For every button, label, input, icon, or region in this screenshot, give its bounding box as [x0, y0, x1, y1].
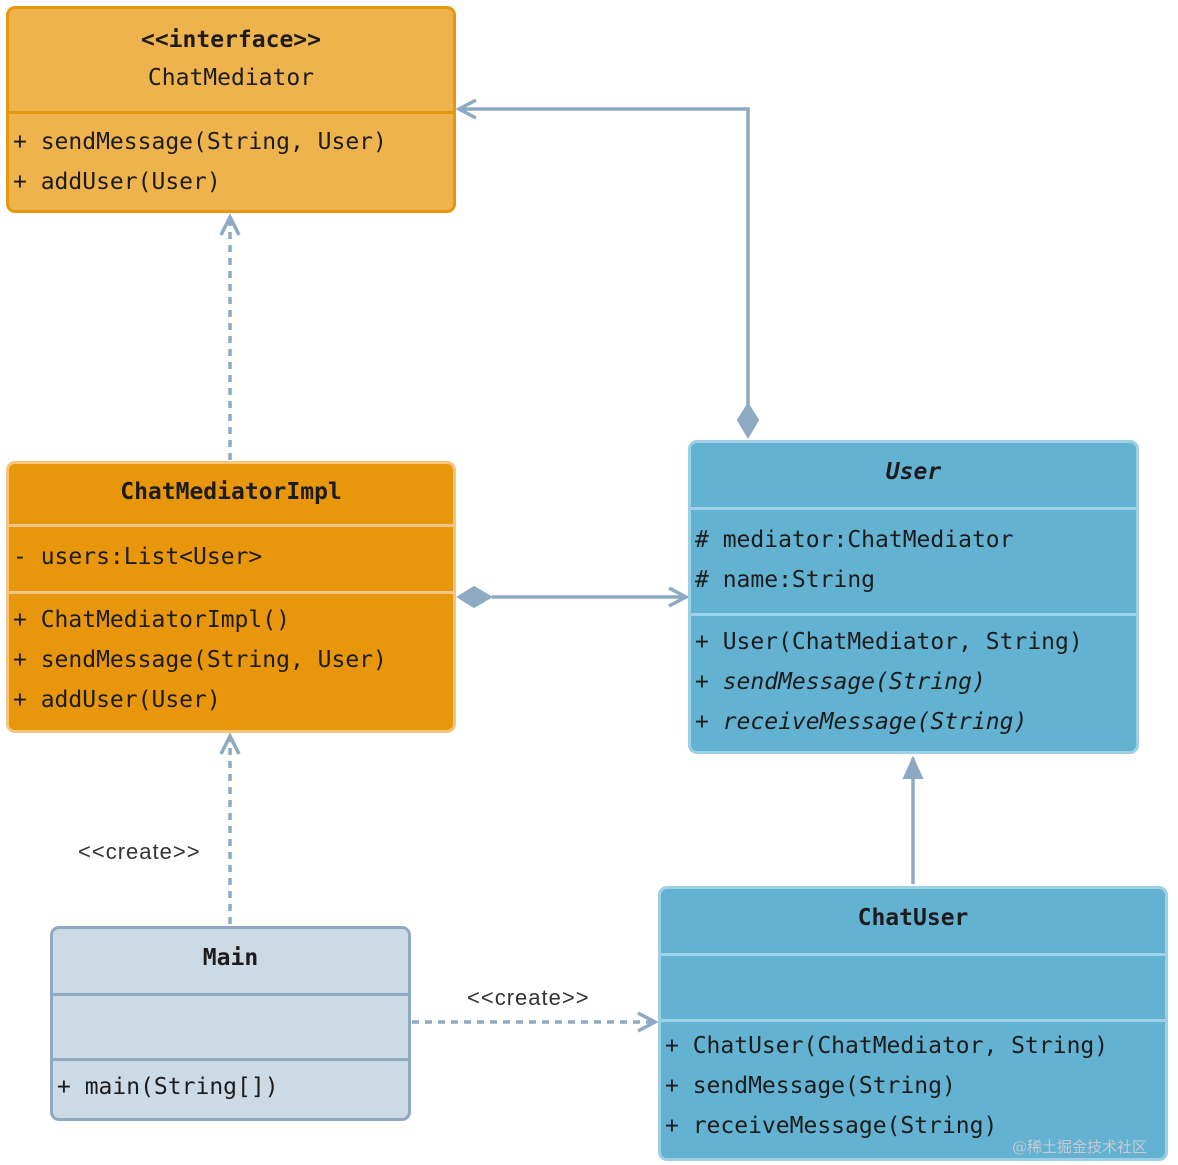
methods-section: + sendMessage(String, User) + addUser(Us… [9, 111, 453, 202]
interface-stereotype: <<interface>> [140, 27, 321, 53]
class-name: ChatMediator [147, 65, 315, 91]
arrowhead-chatuser [637, 1011, 659, 1033]
attribute: - users:List<User> [13, 544, 263, 570]
class-name: ChatMediatorImpl [120, 479, 342, 505]
methods-section: + main(String[]) [53, 1058, 408, 1107]
diamond-impl-composition [456, 585, 493, 609]
arrowhead-user [668, 586, 690, 608]
class-header: User [691, 443, 1136, 507]
method: + ChatMediatorImpl() [13, 607, 290, 633]
class-header: ChatUser [661, 889, 1165, 953]
class-chatmediatorimpl[interactable]: ChatMediatorImpl - users:List<User> + Ch… [6, 461, 456, 733]
class-chatuser[interactable]: ChatUser + ChatUser(ChatMediator, String… [658, 886, 1168, 1161]
class-header: ChatMediatorImpl [9, 464, 453, 524]
class-chatmediator[interactable]: <<interface>> ChatMediator + sendMessage… [6, 6, 456, 213]
attribute: # mediator:ChatMediator [695, 527, 1014, 553]
class-main[interactable]: Main + main(String[]) [50, 926, 411, 1121]
abstract-method: + sendMessage(String) [695, 669, 986, 695]
attributes-section: # mediator:ChatMediator # name:String [691, 507, 1136, 613]
method: + User(ChatMediator, String) [695, 629, 1083, 655]
method: + main(String[]) [57, 1074, 279, 1100]
attributes-section [53, 993, 408, 1058]
method: + ChatUser(ChatMediator, String) [665, 1033, 1109, 1059]
arrowhead-interface [219, 213, 241, 236]
method: + sendMessage(String, User) [13, 129, 387, 155]
class-name: User [885, 459, 942, 485]
arrowhead-mediator [455, 98, 477, 120]
method: + sendMessage(String) [665, 1073, 956, 1099]
class-header: Main [53, 929, 408, 993]
method: + sendMessage(String, User) [13, 647, 387, 673]
class-user[interactable]: User # mediator:ChatMediator # name:Stri… [688, 440, 1139, 754]
methods-section: + ChatUser(ChatMediator, String) + sendM… [661, 1019, 1165, 1146]
create-label-impl: <<create>> [78, 839, 201, 864]
arrowhead-generalization [902, 755, 924, 779]
method: + receiveMessage(String) [665, 1113, 998, 1139]
methods-section: + User(ChatMediator, String) + sendMessa… [691, 613, 1136, 742]
arrowhead-impl [219, 732, 241, 755]
methods-section: + ChatMediatorImpl() + sendMessage(Strin… [9, 591, 453, 720]
abstract-method: + receiveMessage(String) [695, 709, 1028, 735]
association-user-to-mediator [459, 107, 750, 408]
attribute: # name:String [695, 567, 876, 593]
class-name: ChatUser [857, 905, 969, 931]
method: + addUser(User) [13, 169, 221, 195]
method: + addUser(User) [13, 687, 221, 713]
create-label-chatuser: <<create>> [467, 985, 590, 1010]
watermark: @稀土掘金技术社区 [1012, 1138, 1148, 1156]
class-header: <<interface>> ChatMediator [9, 9, 453, 111]
attributes-section: - users:List<User> [9, 524, 453, 591]
attributes-section [661, 953, 1165, 1019]
class-name: Main [202, 945, 259, 971]
diamond-user-aggregation [736, 402, 760, 439]
